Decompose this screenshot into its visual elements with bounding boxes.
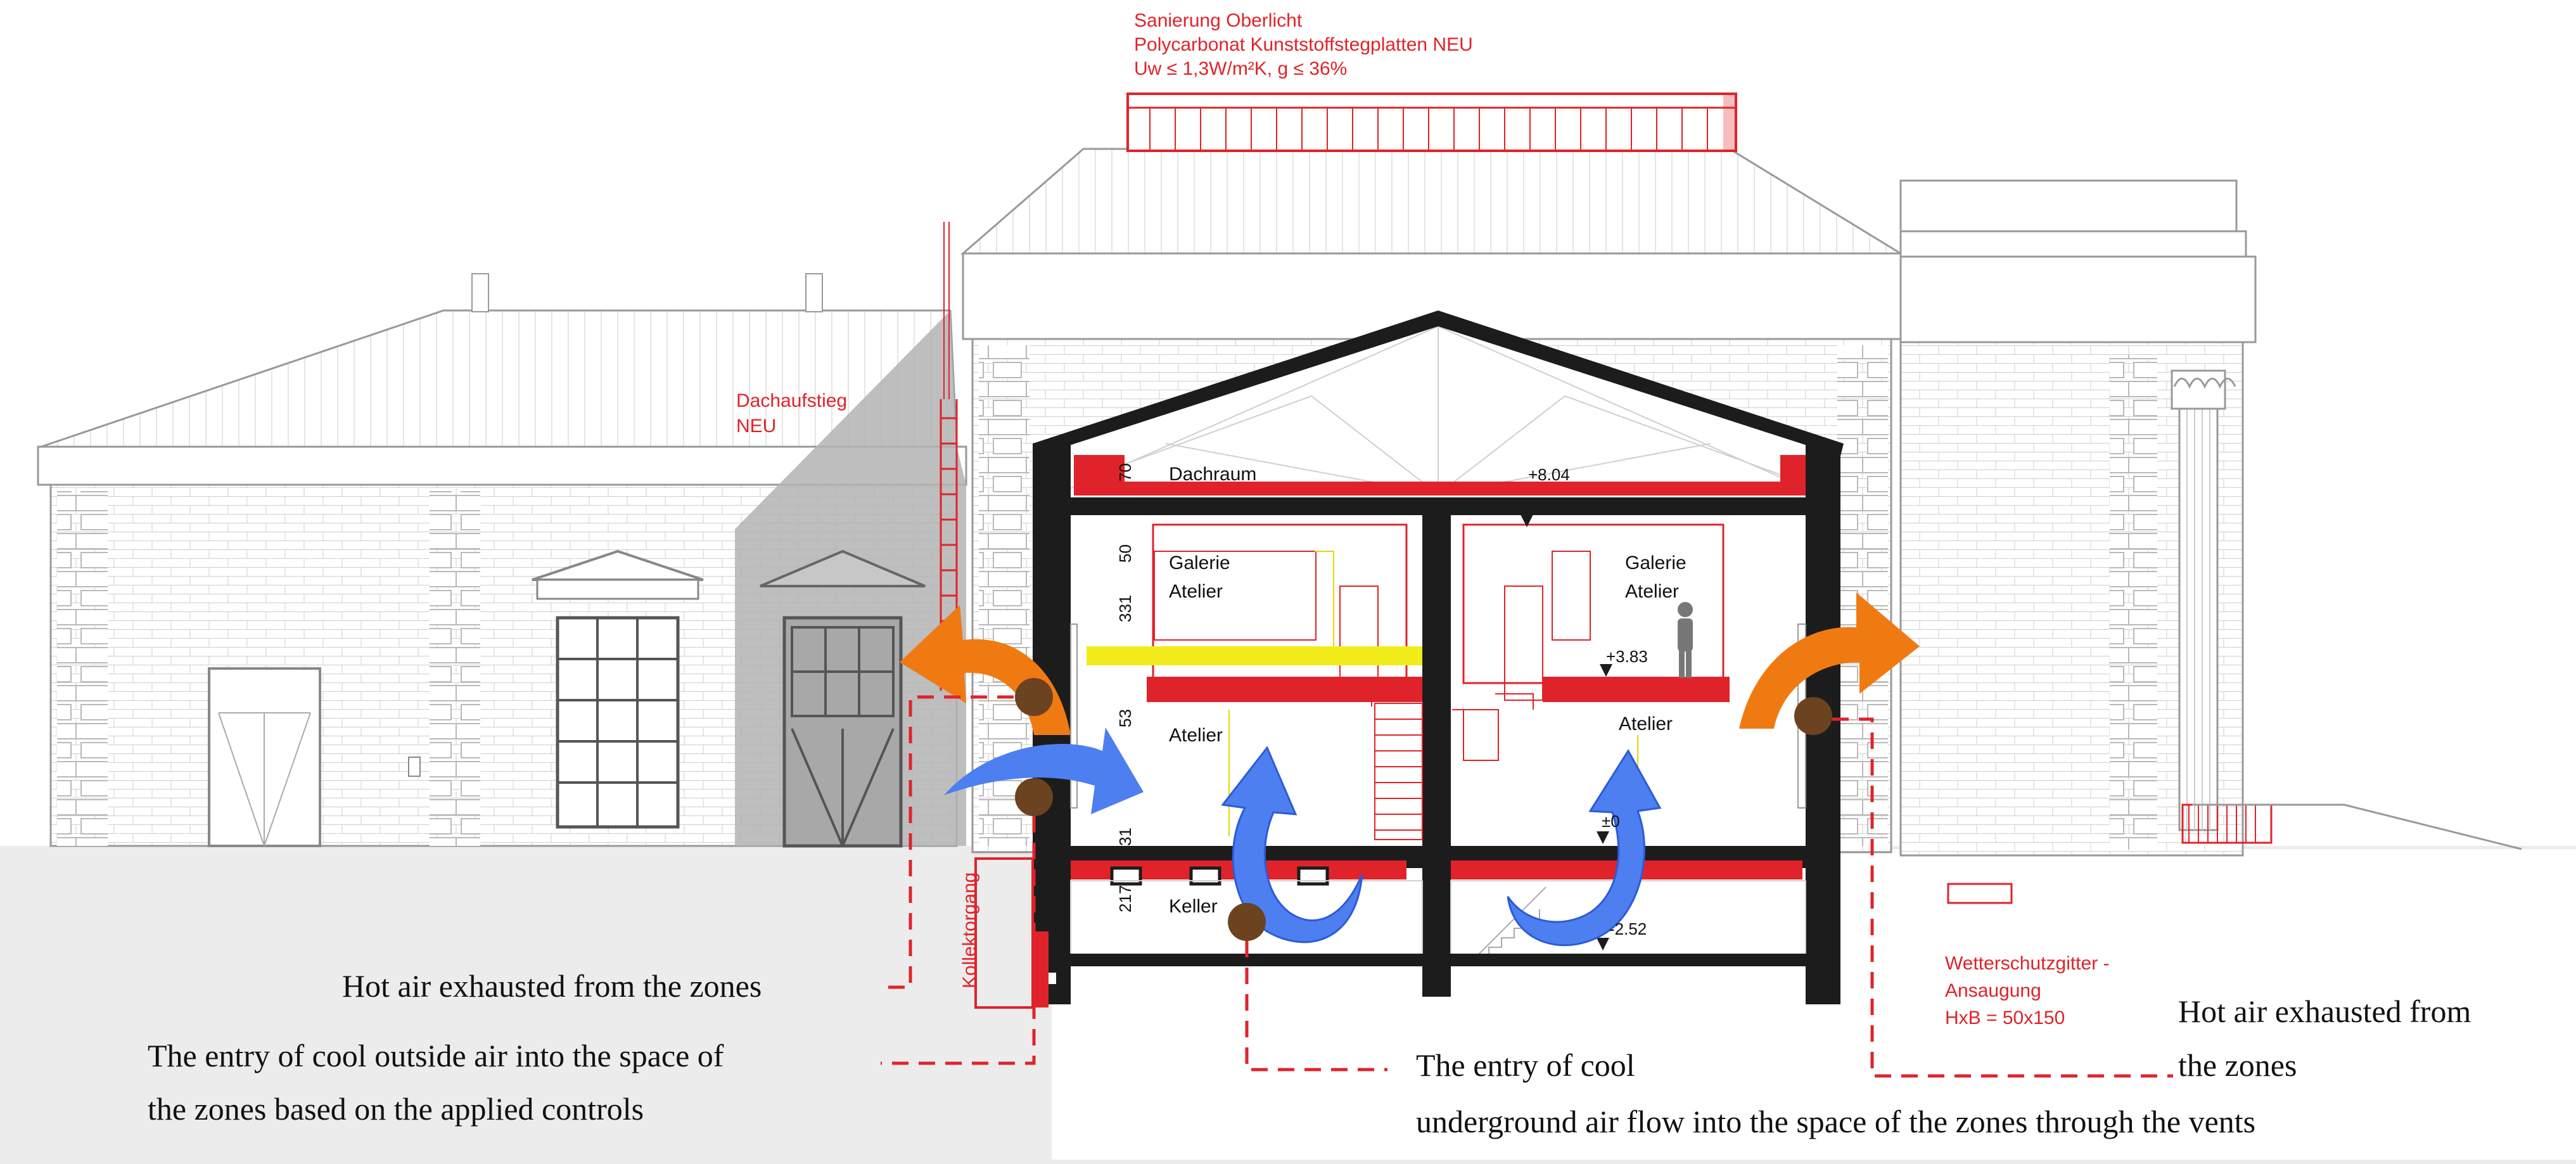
dimension-3: 331 — [1116, 595, 1135, 622]
level-basement: -2.52 — [1609, 919, 1647, 938]
room-label-gallery-right-2: Atelier — [1625, 581, 1679, 602]
level-marker-gallery — [1600, 664, 1612, 677]
vent-exhaust-left — [1015, 678, 1053, 716]
skylight-note-line1: Sanierung Oberlicht — [1134, 10, 1303, 31]
caption-cool-outside-line1: The entry of cool outside air into the s… — [148, 1038, 724, 1073]
person-figure — [1678, 602, 1693, 678]
grille-note: Wetterschutzgitter - Ansaugung HxB = 50x… — [1945, 953, 2110, 1028]
vent-intake-left — [1015, 778, 1053, 816]
leader-hot-right — [1832, 717, 2173, 1078]
room-label-gallery-left-1: Galerie — [1169, 553, 1230, 573]
skylight-note-line3: Uw ≤ 1,3W/m²K, g ≤ 36% — [1134, 58, 1347, 79]
level-marker-ground — [1597, 831, 1609, 844]
level-marker-roof — [1521, 515, 1533, 527]
cool-air-arrow-entry — [944, 727, 1144, 814]
leader-underground — [1245, 941, 1387, 1071]
caption-cool-outside-line2: the zones based on the applied controls — [148, 1091, 644, 1127]
room-label-collector: Kollektorgang — [959, 873, 980, 988]
room-label-basement: Keller — [1169, 896, 1218, 917]
captions: Hot air exhausted from the zones The ent… — [148, 968, 2471, 1139]
caption-underground-line1: The entry of cool — [1416, 1047, 1635, 1083]
roof-ladder-note-line1: Dachaufstieg — [736, 390, 847, 411]
yellow-band — [1087, 646, 1422, 665]
dimension-5: 31 — [1116, 828, 1135, 846]
grille-note-line1: Wetterschutzgitter - — [1945, 953, 2110, 974]
dimension-2: 50 — [1116, 544, 1135, 563]
caption-underground-line2: underground air flow into the space of t… — [1416, 1104, 2255, 1139]
dimension-6: 217 — [1116, 885, 1135, 912]
dimension-chain: 70 50 331 53 31 217 — [1116, 463, 1135, 912]
caption-hot-air-right-line1: Hot air exhausted from — [2178, 994, 2471, 1029]
skylight-note: Sanierung Oberlicht Polycarbonat Kunstst… — [1134, 10, 1473, 79]
right-wing-facade — [1899, 179, 2522, 904]
skylight-note-line2: Polycarbonat Kunststoffstegplatten NEU — [1134, 34, 1473, 55]
grille-note-line3: HxB = 50x150 — [1945, 1007, 2065, 1028]
roof-ladder-note-line2: NEU — [736, 416, 776, 437]
room-label-studio-left: Atelier — [1169, 725, 1223, 746]
cool-air-arrow-underground-left — [1221, 746, 1363, 943]
hot-air-arrow-right — [1739, 592, 1920, 729]
room-label-attic: Dachraum — [1169, 464, 1256, 485]
vent-underground — [1228, 903, 1266, 941]
dimension-4: 53 — [1116, 709, 1135, 727]
level-roof: +8.04 — [1528, 465, 1570, 484]
roof-ladder-note: Dachaufstieg NEU — [736, 390, 847, 437]
caption-hot-air-left: Hot air exhausted from the zones — [342, 968, 762, 1004]
left-wing-facade — [37, 273, 967, 848]
dimension-1: 70 — [1116, 463, 1135, 482]
grille-note-line2: Ansaugung — [1945, 980, 2041, 1001]
skylight — [1126, 93, 1737, 152]
level-ground: ±0 — [1602, 812, 1620, 831]
caption-hot-air-right-line2: the zones — [2178, 1047, 2297, 1083]
leader-cool-outside — [881, 816, 1036, 1065]
level-gallery: +3.83 — [1606, 647, 1648, 666]
ground-gray-left — [0, 846, 1052, 1164]
room-label-gallery-right-1: Galerie — [1625, 553, 1687, 573]
level-marker-basement — [1597, 938, 1609, 950]
leader-hot-left — [881, 695, 1014, 989]
room-label-gallery-left-2: Atelier — [1169, 581, 1223, 602]
vent-exhaust-right — [1794, 697, 1832, 735]
cool-air-arrow-underground-right — [1507, 749, 1662, 947]
room-label-studio-right: Atelier — [1619, 713, 1673, 734]
